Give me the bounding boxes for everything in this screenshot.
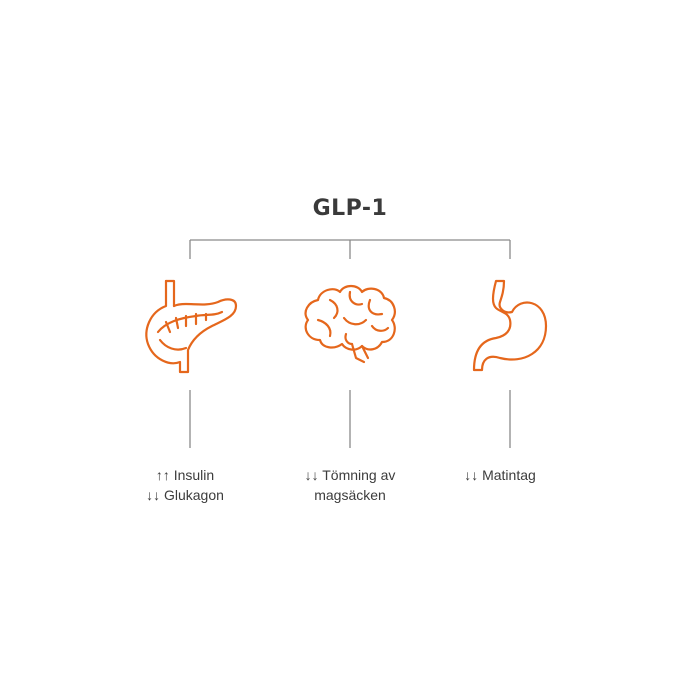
- diagram-title: GLP-1: [312, 196, 388, 221]
- pancreas-icon: [145, 279, 238, 374]
- stomach-effects-label: ↓↓ Matintag: [435, 465, 565, 485]
- connector-lines: [189, 239, 511, 448]
- pancreas-effects-label: ↑↑ Insulin ↓↓ Glukagon: [120, 465, 250, 505]
- pancreas-effect-line-1: ↑↑ Insulin: [155, 467, 215, 483]
- brain-effect-line-2: magsäcken: [314, 487, 386, 503]
- stomach-effect-line-1: ↓↓ Matintag: [464, 467, 536, 483]
- stomach-icon: [472, 279, 548, 372]
- brain-effect-line-1: ↓↓ Tömning av: [304, 467, 396, 483]
- pancreas-effect-line-2: ↓↓ Glukagon: [146, 487, 224, 503]
- brain-effects-label: ↓↓ Tömning av magsäcken: [275, 465, 425, 505]
- brain-icon: [304, 284, 396, 364]
